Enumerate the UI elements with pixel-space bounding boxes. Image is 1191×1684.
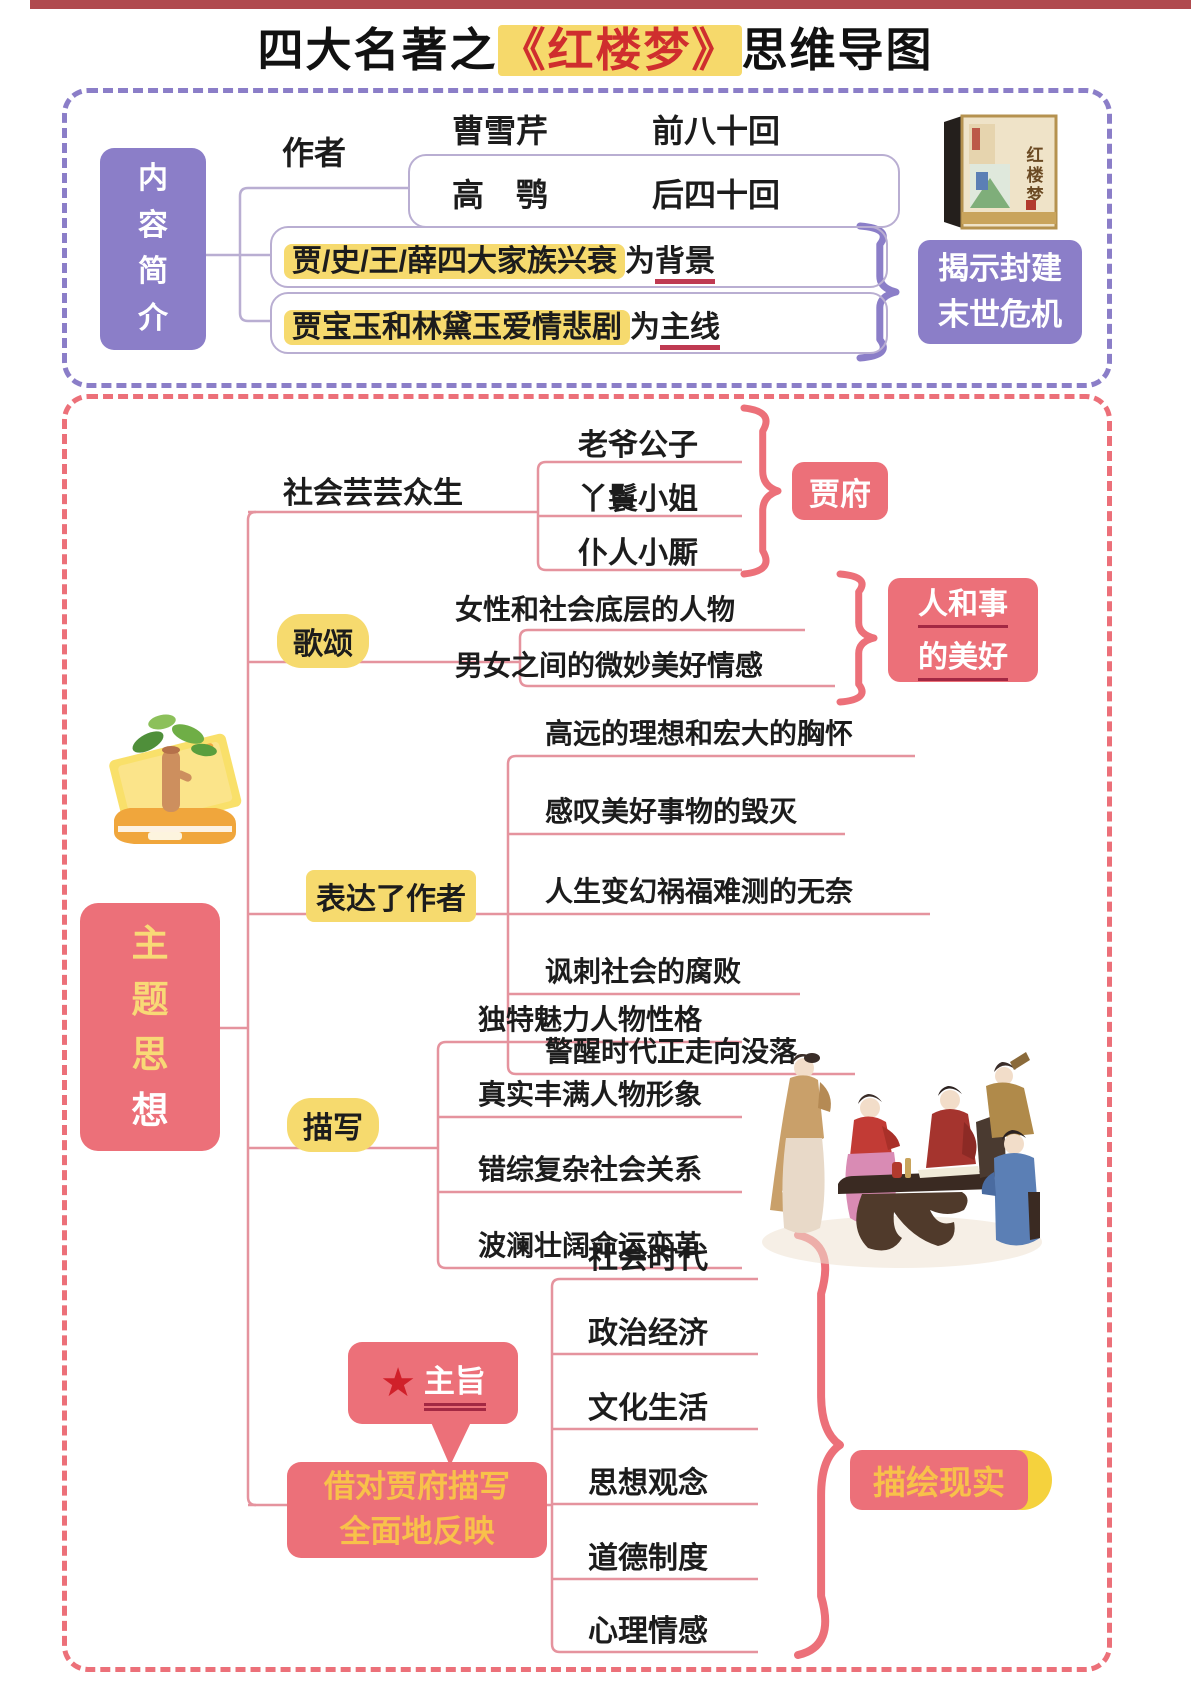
- purpose-bubble: ★ 主旨: [348, 1342, 518, 1424]
- express-child-1: 高远的理想和宏大的胸怀: [545, 718, 854, 749]
- background-node-outline: [270, 226, 888, 288]
- author-2-name: 高 鹗: [452, 177, 549, 213]
- brace-reality: [794, 1231, 844, 1659]
- branch-people-lines: [248, 460, 742, 572]
- beauty-result-box: 人和事 的美好: [888, 578, 1038, 682]
- branch-praise-label: 歌颂: [277, 614, 369, 668]
- author-1-scope: 前八十回: [652, 113, 781, 149]
- intro-connectors: [205, 186, 408, 323]
- depict-child-4: 波澜壮阔命运变革: [478, 1230, 703, 1261]
- praise-child-2: 男女之间的微妙美好情感: [455, 650, 764, 681]
- express-child-2: 感叹美好事物的毁灭: [545, 796, 798, 827]
- jiafu-result-box: 贾府: [792, 462, 888, 520]
- beauty-result-line2: 的美好: [918, 632, 1008, 681]
- theme-child-1: 社会时代: [588, 1242, 708, 1275]
- depict-child-1: 独特魅力人物性格: [478, 1004, 703, 1035]
- express-child-5: 警醒时代正走向没落: [545, 1036, 798, 1067]
- theme-child-2: 政治经济: [588, 1317, 708, 1350]
- branch-theme-lines: [248, 1277, 758, 1654]
- depict-child-2: 真实丰满人物形象: [478, 1079, 703, 1110]
- praise-child-1: 女性和社会底层的人物: [455, 594, 736, 625]
- mainline-highlight: 贾宝玉和林黛玉爱情悲剧: [284, 310, 630, 345]
- title-book-name: 《红楼梦》: [497, 25, 742, 76]
- brace-jiafu: [740, 404, 782, 578]
- mainline-item: 贾宝玉和林黛玉爱情悲剧为主线: [284, 302, 720, 350]
- mainline-emph: 主线: [660, 311, 720, 350]
- conclusion-line-2: 末世危机: [938, 297, 1062, 332]
- banquet-painting-image: [762, 1052, 1042, 1268]
- background-highlight: 贾/史/王/薛四大家族兴衰: [284, 244, 626, 279]
- background-item: 贾/史/王/薛四大家族兴衰为背景: [284, 236, 716, 284]
- top-accent-bar: [30, 0, 1191, 9]
- author-branch-label: 作者: [282, 135, 347, 171]
- author-2-scope: 后四十回: [652, 177, 781, 213]
- mainline-node-outline: [270, 292, 888, 354]
- express-child-3: 人生变幻祸福难测的无奈: [545, 876, 854, 907]
- book-cover-title: 红楼梦: [1024, 145, 1044, 206]
- jiafu-result-label: 贾府: [809, 476, 871, 512]
- page-title: 四大名著之《红楼梦》思维导图: [0, 14, 1191, 80]
- reflect-line-2: 全面地反映: [339, 1514, 495, 1549]
- intro-section-frame: [62, 88, 1112, 388]
- purpose-bubble-tail: [430, 1420, 472, 1466]
- reflect-line-1: 借对贾府描写: [324, 1469, 510, 1505]
- theme-child-5: 道德制度: [588, 1542, 708, 1575]
- reality-result-label: 描绘现实: [873, 1464, 1005, 1501]
- theme-root-node: 主题思想: [80, 903, 220, 1151]
- theme-child-3: 文化生活: [588, 1392, 708, 1425]
- beauty-result-line1: 人和事: [918, 579, 1008, 628]
- author-1-name: 曹雪芹: [452, 113, 549, 149]
- background-mid: 为: [625, 245, 656, 278]
- theme-child-4: 思想观念: [588, 1467, 708, 1500]
- star-icon: ★: [380, 1361, 416, 1405]
- branch-people-label: 社会芸芸众生: [283, 477, 463, 510]
- intro-root-label: 内容简介: [138, 162, 168, 335]
- background-emph: 背景: [655, 245, 716, 284]
- branch-express-label: 表达了作者: [306, 870, 476, 922]
- title-prefix: 四大名著之: [257, 25, 498, 76]
- people-child-1: 老爷公子: [578, 429, 698, 462]
- intro-conclusion-box: 揭示封建 末世危机: [918, 240, 1082, 344]
- plant-book-icon: [109, 714, 242, 844]
- people-child-3: 仆人小厮: [578, 537, 698, 570]
- express-child-4: 讽刺社会的腐败: [545, 956, 742, 987]
- theme-root-label-last: 想: [131, 1089, 169, 1131]
- book-cover-image: 红楼梦: [944, 114, 1058, 230]
- mainline-mid: 为: [630, 311, 660, 344]
- conclusion-line-1: 揭示封建: [938, 250, 1062, 286]
- intro-root-node: 内容简介: [100, 148, 206, 350]
- depict-child-3: 错综复杂社会关系: [478, 1154, 703, 1185]
- theme-child-6: 心理情感: [588, 1615, 708, 1648]
- people-child-2: 丫鬟小姐: [578, 483, 698, 516]
- theme-section-frame: [62, 394, 1112, 1672]
- title-suffix: 思维导图: [741, 25, 934, 76]
- reality-result-box: 描绘现实: [850, 1450, 1028, 1510]
- branch-depict-label: 描写: [287, 1098, 379, 1152]
- theme-root-label-main: 主题思: [131, 923, 169, 1075]
- reflect-box: 借对贾府描写 全面地反映: [287, 1462, 547, 1558]
- brace-beauty: [836, 570, 878, 706]
- purpose-badge: 主旨: [423, 1356, 486, 1411]
